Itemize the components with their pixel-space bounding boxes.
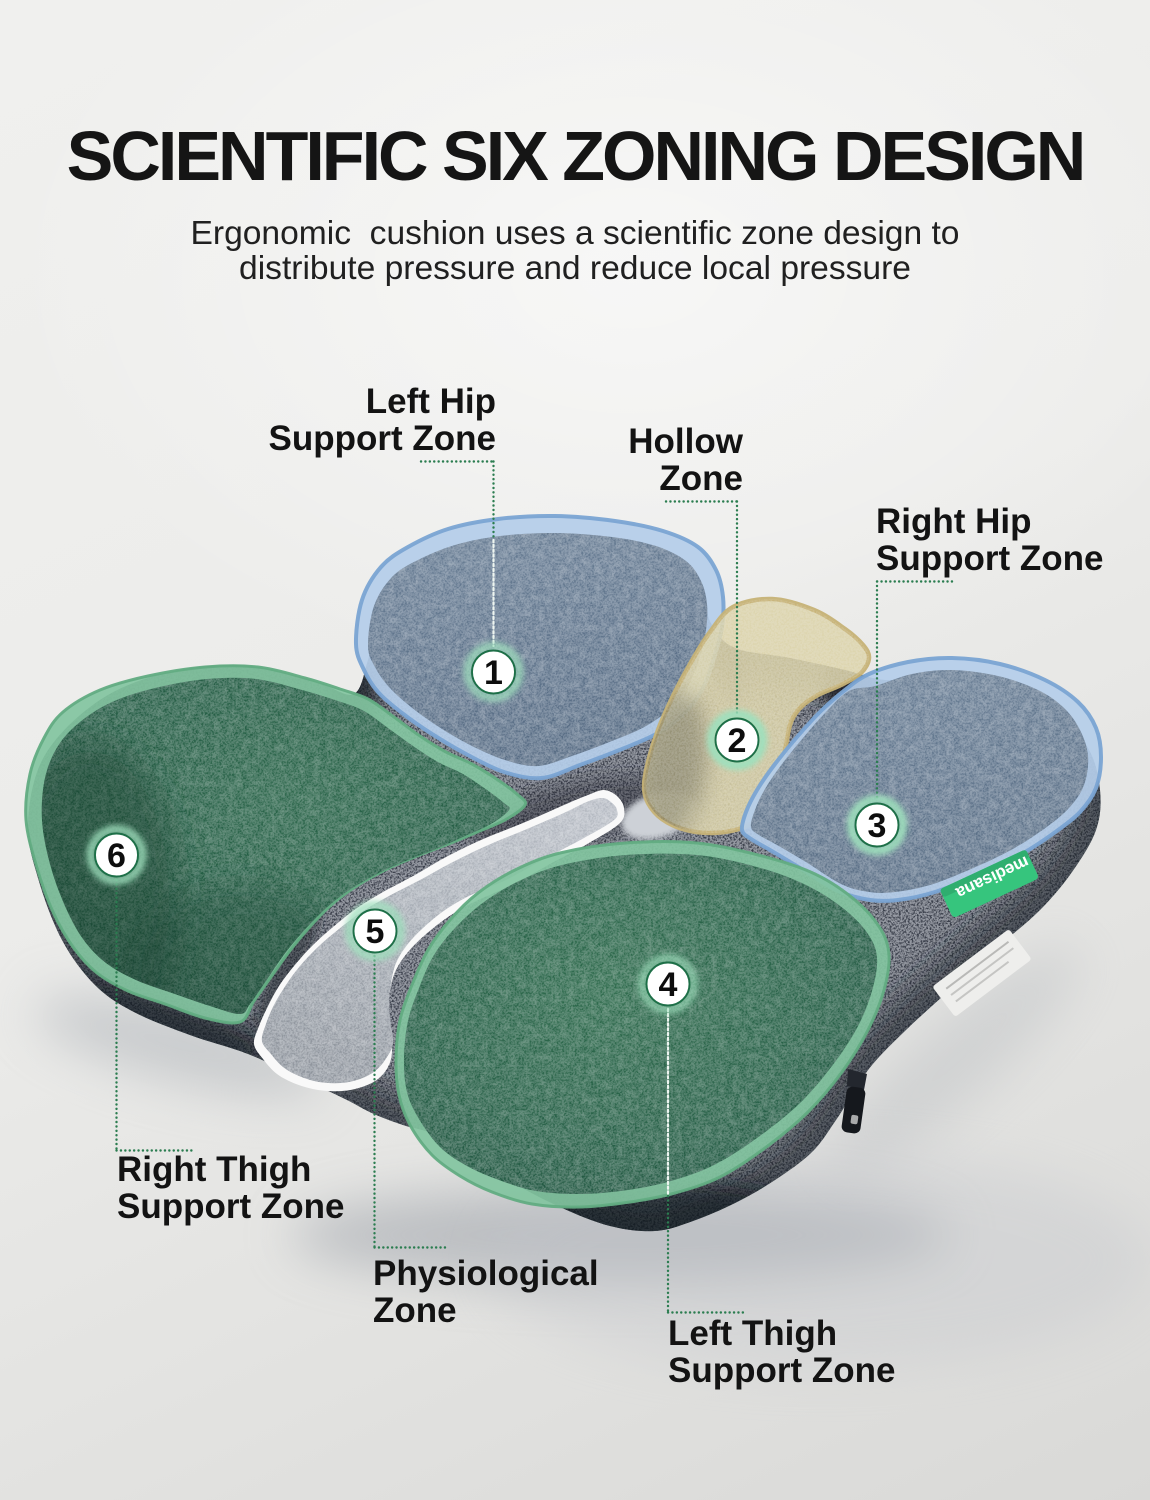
svg-text:4: 4 [659,966,678,1004]
svg-text:1: 1 [484,654,503,692]
svg-text:2: 2 [728,722,747,760]
svg-text:5: 5 [366,913,385,951]
svg-text:3: 3 [868,807,887,845]
svg-text:6: 6 [107,837,126,875]
